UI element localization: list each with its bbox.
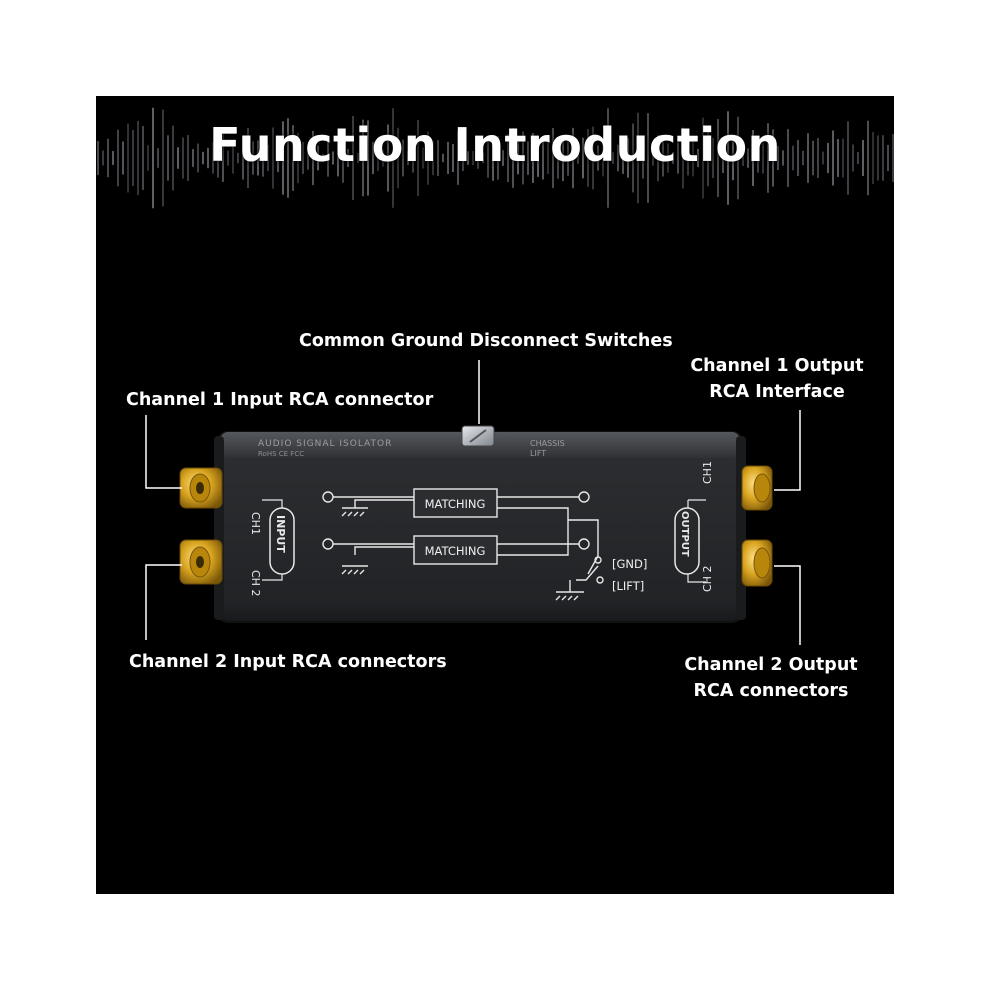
ground-disconnect-switch[interactable]	[461, 425, 495, 447]
output-label: OUTPUT	[679, 511, 690, 557]
callout-ch2-output: Channel 2 Output RCA connectors	[680, 652, 862, 704]
matching-box-2	[413, 535, 498, 565]
callout-ch2-output-line2: RCA connectors	[693, 681, 849, 701]
device-top-marks: RoHS CE FCC	[258, 450, 304, 458]
sound-wave-background	[97, 107, 894, 209]
input-label-bracket	[262, 499, 283, 581]
circuit-diagram	[322, 491, 604, 601]
input-ch2-label: CH 2	[249, 570, 262, 596]
ch2-output-rca-jack[interactable]	[741, 539, 773, 587]
ch1-input-rca-jack[interactable]	[179, 467, 223, 509]
callout-ch2-input: Channel 2 Input RCA connectors	[129, 652, 447, 672]
input-label: INPUT	[274, 515, 287, 553]
matching-box-1	[413, 488, 498, 518]
output-ch2-label: CH 2	[701, 566, 714, 592]
gnd-label: [GND]	[612, 557, 647, 571]
callout-ch1-output-line1: Channel 1 Output	[690, 356, 864, 376]
lift-label: [LIFT]	[612, 579, 644, 593]
callout-ch2-output-line1: Channel 2 Output	[684, 655, 858, 675]
leader-ch1-input	[145, 415, 182, 489]
ch2-input-rca-jack[interactable]	[179, 539, 223, 585]
page-title: Function Introduction	[209, 118, 781, 172]
leader-ch2-output	[774, 565, 801, 645]
output-label-bracket	[687, 499, 706, 583]
callout-ground-switch: Common Ground Disconnect Switches	[299, 331, 673, 351]
switch-lift-label: LIFT	[530, 449, 546, 458]
callout-ch1-input: Channel 1 Input RCA connector	[126, 390, 434, 410]
switch-chassis-label: CHASSIS	[530, 439, 565, 448]
device-top-label: AUDIO SIGNAL ISOLATOR	[258, 439, 392, 449]
matching-label-2: MATCHING	[425, 544, 486, 558]
ch1-output-rca-jack[interactable]	[741, 465, 773, 511]
callout-ch1-output: Channel 1 Output RCA Interface	[686, 353, 868, 405]
callout-ch1-output-line2: RCA Interface	[709, 382, 845, 402]
leader-ch2-input	[145, 564, 182, 640]
matching-label-1: MATCHING	[425, 497, 486, 511]
output-ch1-label: CH1	[701, 461, 714, 484]
leader-ch1-output	[774, 410, 801, 491]
output-label-box	[674, 507, 700, 575]
input-ch1-label: CH1	[249, 512, 262, 535]
